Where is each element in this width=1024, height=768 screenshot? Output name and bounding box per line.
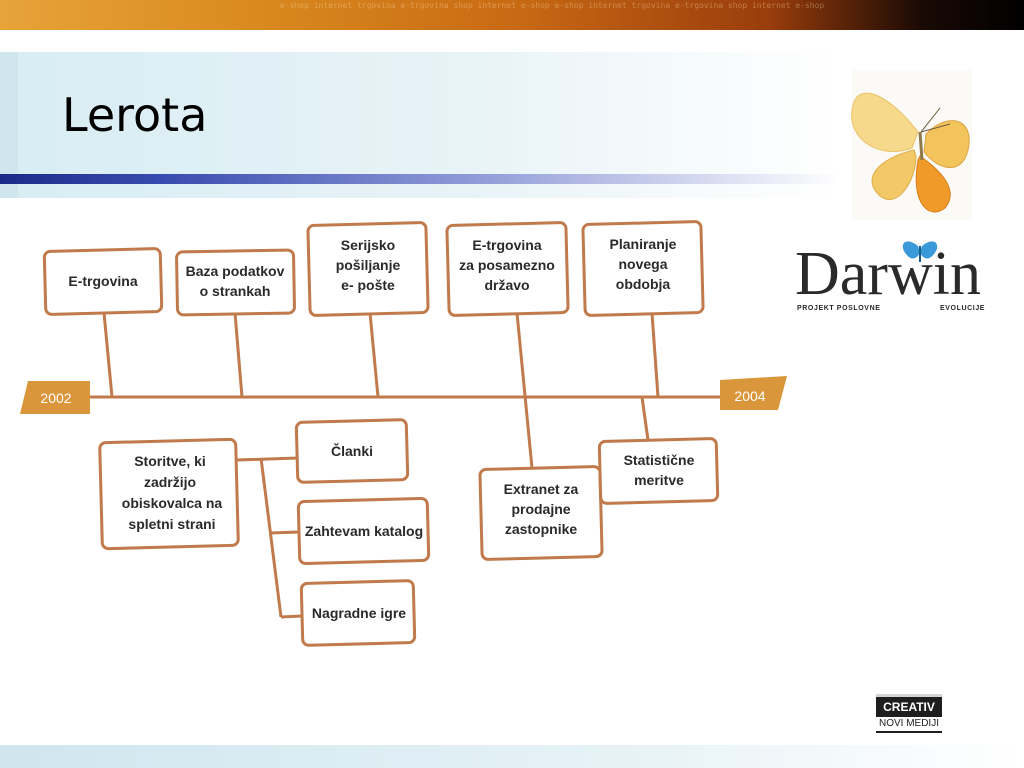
- left-accent: [0, 52, 18, 198]
- event-label: zastopnike: [505, 521, 578, 537]
- connector: [102, 312, 114, 398]
- connector: [269, 530, 300, 535]
- bottom-decorative-band: [0, 745, 1024, 768]
- top-decorative-band: e-shop internet trgovina e-trgovina shop…: [0, 0, 1024, 30]
- event-label: e- pošte: [341, 277, 395, 293]
- event-box-zahtevam-katalog: Zahtevam katalog: [296, 496, 431, 566]
- event-label: Statistične: [624, 452, 695, 468]
- connector: [233, 312, 244, 398]
- event-label: za posamezno: [459, 257, 555, 273]
- event-label: spletni strani: [128, 516, 215, 532]
- top-band-text: e-shop internet trgovina e-trgovina shop…: [280, 2, 825, 10]
- title-panel: [18, 52, 838, 198]
- event-label: pošiljanje: [336, 257, 401, 273]
- event-label: Članki: [331, 442, 373, 459]
- creativ-logo-bottom: NOVI MEDIJI: [876, 717, 942, 733]
- year-end-label: 2004: [734, 388, 765, 404]
- event-label: zadržijo: [144, 474, 196, 490]
- event-label: Nagradne igre: [312, 605, 406, 621]
- connector: [650, 312, 660, 398]
- connector: [640, 396, 650, 441]
- event-box-extranet: Extranet za prodajne zastopnike: [478, 465, 604, 561]
- event-label: državo: [484, 277, 529, 293]
- event-box-clanki: Članki: [294, 418, 410, 484]
- event-label: meritve: [634, 472, 684, 488]
- event-label: Extranet za: [504, 481, 579, 497]
- darwin-logo: Darwin PROJEKT POSLOVNE EVOLUCIJE: [795, 240, 985, 312]
- butterfly-image: [851, 70, 972, 220]
- event-label: E-trgovina: [68, 273, 137, 289]
- event-label: Storitve, ki: [134, 453, 206, 469]
- slide-title: Lerota: [62, 88, 208, 142]
- event-label: Serijsko: [341, 237, 395, 253]
- event-box-statisticne-meritve: Statistične meritve: [597, 437, 720, 505]
- year-tab-start: 2002: [20, 381, 90, 414]
- event-label: o strankah: [200, 283, 271, 299]
- creativ-logo: CREATIV NOVI MEDIJI: [876, 694, 942, 738]
- connector: [368, 312, 380, 398]
- darwin-tagline-left: PROJEKT POSLOVNE: [797, 305, 881, 312]
- event-label: obiskovalca na: [122, 495, 223, 511]
- event-box-baza-podatkov: Baza podatkov o strankah: [175, 248, 296, 317]
- event-box-planiranje: Planiranje novega obdobja: [581, 220, 705, 317]
- darwin-wordmark: Darwin: [795, 240, 981, 308]
- event-box-storitve: Storitve, ki zadržijo obiskovalca na spl…: [98, 437, 240, 551]
- connector: [280, 614, 303, 619]
- darwin-tagline-right: EVOLUCIJE: [940, 305, 985, 312]
- connector: [515, 312, 534, 469]
- event-box-e-trgovina-drzava: E-trgovina za posamezno državo: [445, 221, 570, 317]
- year-tab-end: 2004: [720, 376, 787, 410]
- event-box-e-trgovina: E-trgovina: [42, 247, 164, 316]
- event-label: E-trgovina: [472, 237, 541, 253]
- event-label: Baza podatkov: [186, 263, 285, 279]
- event-label: Planiranje: [610, 236, 677, 252]
- event-label: obdobja: [616, 276, 671, 292]
- event-label: novega: [618, 256, 667, 272]
- butterfly-icon: [902, 241, 938, 262]
- year-start-label: 2002: [40, 390, 71, 406]
- event-label: Zahtevam katalog: [305, 523, 423, 539]
- creativ-logo-top: CREATIV: [876, 694, 942, 717]
- event-box-serijsko-posiljanje: Serijsko pošiljanje e- pošte: [306, 221, 430, 317]
- event-box-nagradne-igre: Nagradne igre: [299, 579, 417, 647]
- connector: [259, 457, 283, 618]
- connector: [236, 456, 299, 462]
- title-rule: [0, 174, 840, 184]
- event-label: prodajne: [511, 501, 570, 517]
